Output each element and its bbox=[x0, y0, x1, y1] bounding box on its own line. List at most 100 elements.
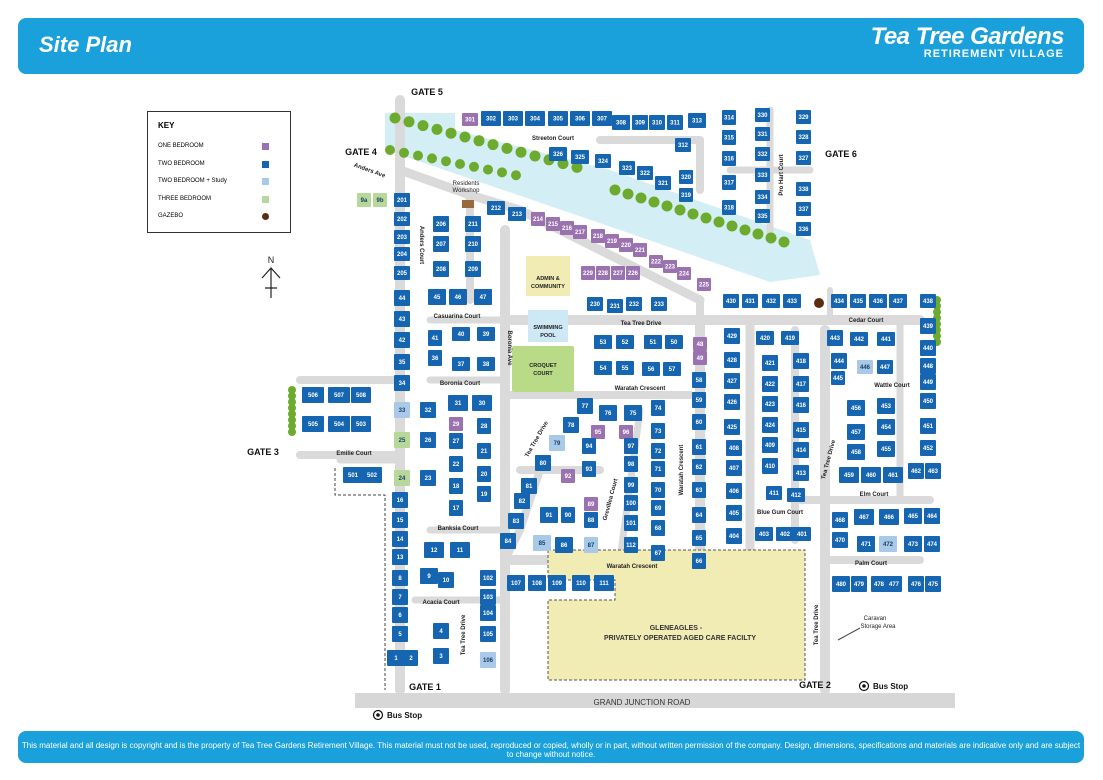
unit-block: 81 bbox=[521, 478, 537, 494]
unit-number: 73 bbox=[655, 429, 662, 435]
unit-75 bbox=[624, 405, 642, 421]
unit-number: 60 bbox=[696, 420, 703, 426]
unit-436 bbox=[869, 294, 887, 308]
unit-block: 404 bbox=[726, 528, 742, 544]
unit-block: 302 bbox=[481, 111, 501, 126]
unit-number: 444 bbox=[834, 359, 845, 365]
unit-number: 322 bbox=[640, 171, 651, 177]
unit-403 bbox=[755, 527, 773, 541]
unit-505 bbox=[302, 416, 324, 432]
unit-number: 318 bbox=[724, 206, 735, 212]
unit-number: 442 bbox=[854, 337, 865, 343]
unit-17 bbox=[449, 500, 463, 516]
unit-421 bbox=[762, 355, 778, 371]
gate-label: GATE 1 bbox=[409, 682, 441, 692]
unit-57 bbox=[663, 362, 681, 376]
unit-block: 83 bbox=[508, 513, 524, 529]
unit-number: 311 bbox=[670, 121, 680, 127]
tree bbox=[441, 156, 451, 167]
tree bbox=[469, 161, 479, 172]
unit-459 bbox=[839, 467, 859, 483]
street-label: Anders Court bbox=[418, 226, 424, 264]
unit-475 bbox=[925, 576, 941, 592]
unit-number: 213 bbox=[512, 212, 523, 218]
unit-number: 424 bbox=[765, 423, 776, 429]
unit-number: 72 bbox=[655, 449, 662, 455]
unit-block: 8 bbox=[392, 570, 408, 586]
unit-block: 206 bbox=[433, 216, 449, 232]
unit-14 bbox=[392, 531, 408, 547]
unit-block: 80 bbox=[535, 455, 551, 471]
unit-number: 333 bbox=[757, 173, 768, 179]
unit-number: 229 bbox=[583, 271, 594, 277]
unit-block: 448 bbox=[920, 358, 936, 374]
unit-number: 62 bbox=[696, 465, 703, 471]
unit-block: 478 bbox=[871, 576, 887, 592]
unit-214 bbox=[531, 212, 545, 226]
unit-block: 405 bbox=[726, 505, 742, 521]
unit-4 bbox=[433, 623, 449, 639]
unit-block: 465 bbox=[904, 508, 922, 524]
unit-block: 410 bbox=[762, 458, 778, 474]
unit-87 bbox=[584, 537, 598, 553]
unit-block: 453 bbox=[877, 398, 895, 414]
pool-label: POOL bbox=[540, 333, 556, 339]
unit-number: 211 bbox=[468, 222, 478, 228]
unit-block: 104 bbox=[480, 605, 496, 621]
unit-number: 35 bbox=[399, 360, 406, 366]
unit-block: 111 bbox=[594, 575, 614, 591]
unit-block: 9a bbox=[357, 193, 371, 207]
unit-block: 15 bbox=[392, 512, 408, 528]
unit-number: 413 bbox=[796, 471, 807, 477]
unit-block: 219 bbox=[605, 234, 619, 248]
unit-number: 304 bbox=[530, 117, 541, 123]
unit-number: 109 bbox=[552, 581, 563, 587]
unit-number: 18 bbox=[453, 484, 460, 490]
unit-number: 434 bbox=[834, 299, 845, 305]
unit-number: 222 bbox=[651, 260, 662, 266]
unit-number: 453 bbox=[881, 404, 892, 410]
unit-number: 44 bbox=[399, 296, 406, 302]
unit-block: 70 bbox=[651, 482, 665, 498]
unit-number: 68 bbox=[655, 526, 662, 532]
unit-431 bbox=[742, 294, 758, 308]
unit-107 bbox=[507, 575, 525, 591]
unit-number: 435 bbox=[853, 299, 864, 305]
unit-82 bbox=[514, 493, 530, 509]
unit-68 bbox=[651, 520, 665, 536]
unit-number: 476 bbox=[911, 582, 922, 588]
unit-number: 456 bbox=[851, 406, 862, 412]
unit-31 bbox=[448, 395, 468, 411]
unit-block: 18 bbox=[449, 478, 463, 494]
tree bbox=[288, 428, 296, 436]
unit-36 bbox=[428, 350, 442, 366]
unit-24 bbox=[394, 470, 410, 486]
unit-number: 63 bbox=[696, 488, 703, 494]
unit-number: 57 bbox=[669, 367, 676, 373]
unit-number: 450 bbox=[923, 399, 934, 405]
unit-222 bbox=[649, 255, 663, 268]
unit-333 bbox=[755, 168, 770, 182]
unit-number: 480 bbox=[836, 582, 847, 588]
unit-329 bbox=[796, 110, 811, 124]
unit-block: 59 bbox=[692, 392, 706, 408]
unit-block: 66 bbox=[692, 553, 706, 569]
unit-number: 53 bbox=[600, 340, 607, 346]
unit-number: 16 bbox=[397, 498, 404, 504]
key-swatch-icon bbox=[262, 213, 269, 220]
unit-number: 338 bbox=[798, 187, 809, 193]
unit-number: 33 bbox=[399, 408, 406, 414]
unit-203 bbox=[394, 230, 410, 244]
unit-number: 451 bbox=[923, 424, 934, 430]
north-arrow-icon bbox=[261, 267, 281, 298]
unit-2 bbox=[404, 650, 418, 666]
unit-334 bbox=[755, 190, 770, 204]
unit-number: 325 bbox=[575, 155, 586, 161]
unit-417 bbox=[793, 376, 809, 392]
unit-411 bbox=[766, 486, 782, 500]
unit-block: 201 bbox=[394, 193, 410, 207]
unit-84 bbox=[500, 533, 516, 549]
unit-block: 23 bbox=[420, 470, 436, 486]
unit-block: 12 bbox=[424, 542, 444, 558]
key-row: THREE BEDROOM bbox=[158, 193, 283, 207]
